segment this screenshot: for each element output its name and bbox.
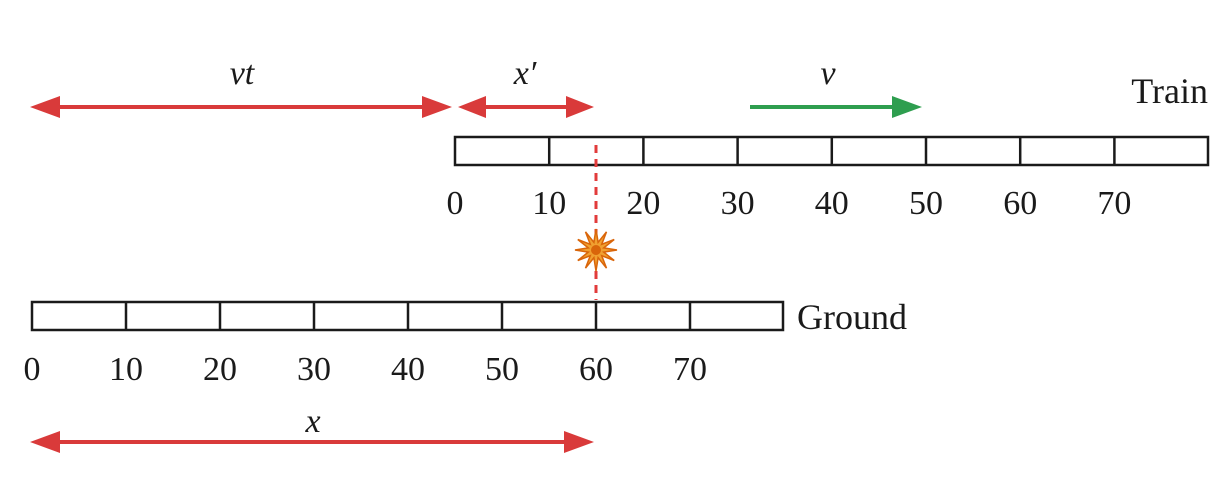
train-ruler-tick-label: 70: [1097, 185, 1131, 222]
ground-ruler-tick-label: 40: [391, 351, 425, 388]
train-ruler-tick-label: 20: [626, 185, 660, 222]
ground-ruler-tick-label: 20: [203, 351, 237, 388]
train-ruler-tick-label: 30: [721, 185, 755, 222]
ground-ruler-tick-label: 70: [673, 351, 707, 388]
vt-label: vt: [230, 55, 256, 92]
ground-ruler-tick-label: 50: [485, 351, 519, 388]
train-label: Train: [1131, 71, 1208, 111]
train-ruler-tick-label: 0: [447, 185, 464, 222]
vt-arrow: [30, 96, 452, 118]
train-ruler-tick-label: 40: [815, 185, 849, 222]
ground-ruler-tick-label: 60: [579, 351, 613, 388]
train-ruler-ticks: 0 10 20 30 40 50 60 70: [447, 137, 1131, 222]
train-ruler-tick-label: 60: [1003, 185, 1037, 222]
flash-icon: [574, 228, 618, 272]
x-prime-label: x′: [513, 55, 537, 92]
ground-ruler-tick-label: 30: [297, 351, 331, 388]
train-ruler-tick-label: 50: [909, 185, 943, 222]
x-arrow: [30, 431, 594, 453]
velocity-label: v: [820, 55, 836, 92]
x-prime-arrow: [458, 96, 594, 118]
ground-ruler-ticks: 0 10 20 30 40 50 60 70: [24, 302, 707, 388]
ground-ruler-tick-label: 10: [109, 351, 143, 388]
ground-ruler-tick-label: 0: [24, 351, 41, 388]
velocity-arrow: [750, 96, 922, 118]
train-ruler-tick-label: 10: [532, 185, 566, 222]
x-label: x: [304, 403, 320, 440]
ground-label: Ground: [797, 297, 907, 337]
